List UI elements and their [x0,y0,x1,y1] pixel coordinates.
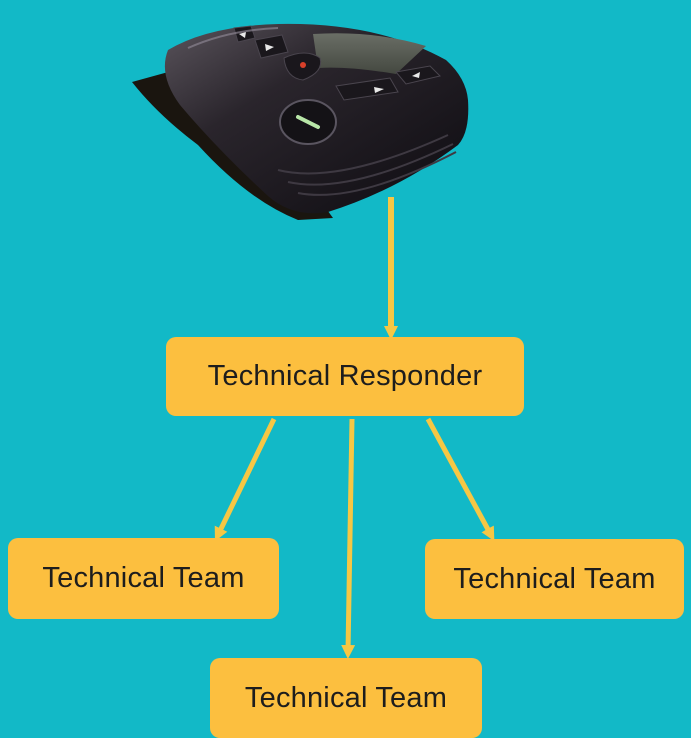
pager-arrow-glyph [265,44,274,51]
arrow-responder-to-team-left [214,417,277,542]
node-technical-team-left: Technical Team [8,538,279,619]
pager-red-dot [300,62,306,68]
node-technical-team-right: Technical Team [425,539,684,619]
pager-ridge [277,134,449,175]
pager-arrow-glyph [239,32,246,38]
pager-green-led [296,115,320,129]
pager-display [313,33,426,74]
arrow-responder-to-team-bottom [341,418,356,659]
pager-ridge [297,151,457,196]
pager-arrow-glyph [412,72,420,78]
node-technical-responder: Technical Responder [166,337,524,416]
pager-arrow-glyph [374,87,384,93]
arrow-responder-to-team-right [425,417,495,542]
node-technical-team-bottom: Technical Team [210,658,482,738]
pager-device-icon [132,23,469,220]
pager-ridge [287,143,454,186]
pager-highlight [187,27,279,49]
pager-button-next-icon [335,77,399,101]
